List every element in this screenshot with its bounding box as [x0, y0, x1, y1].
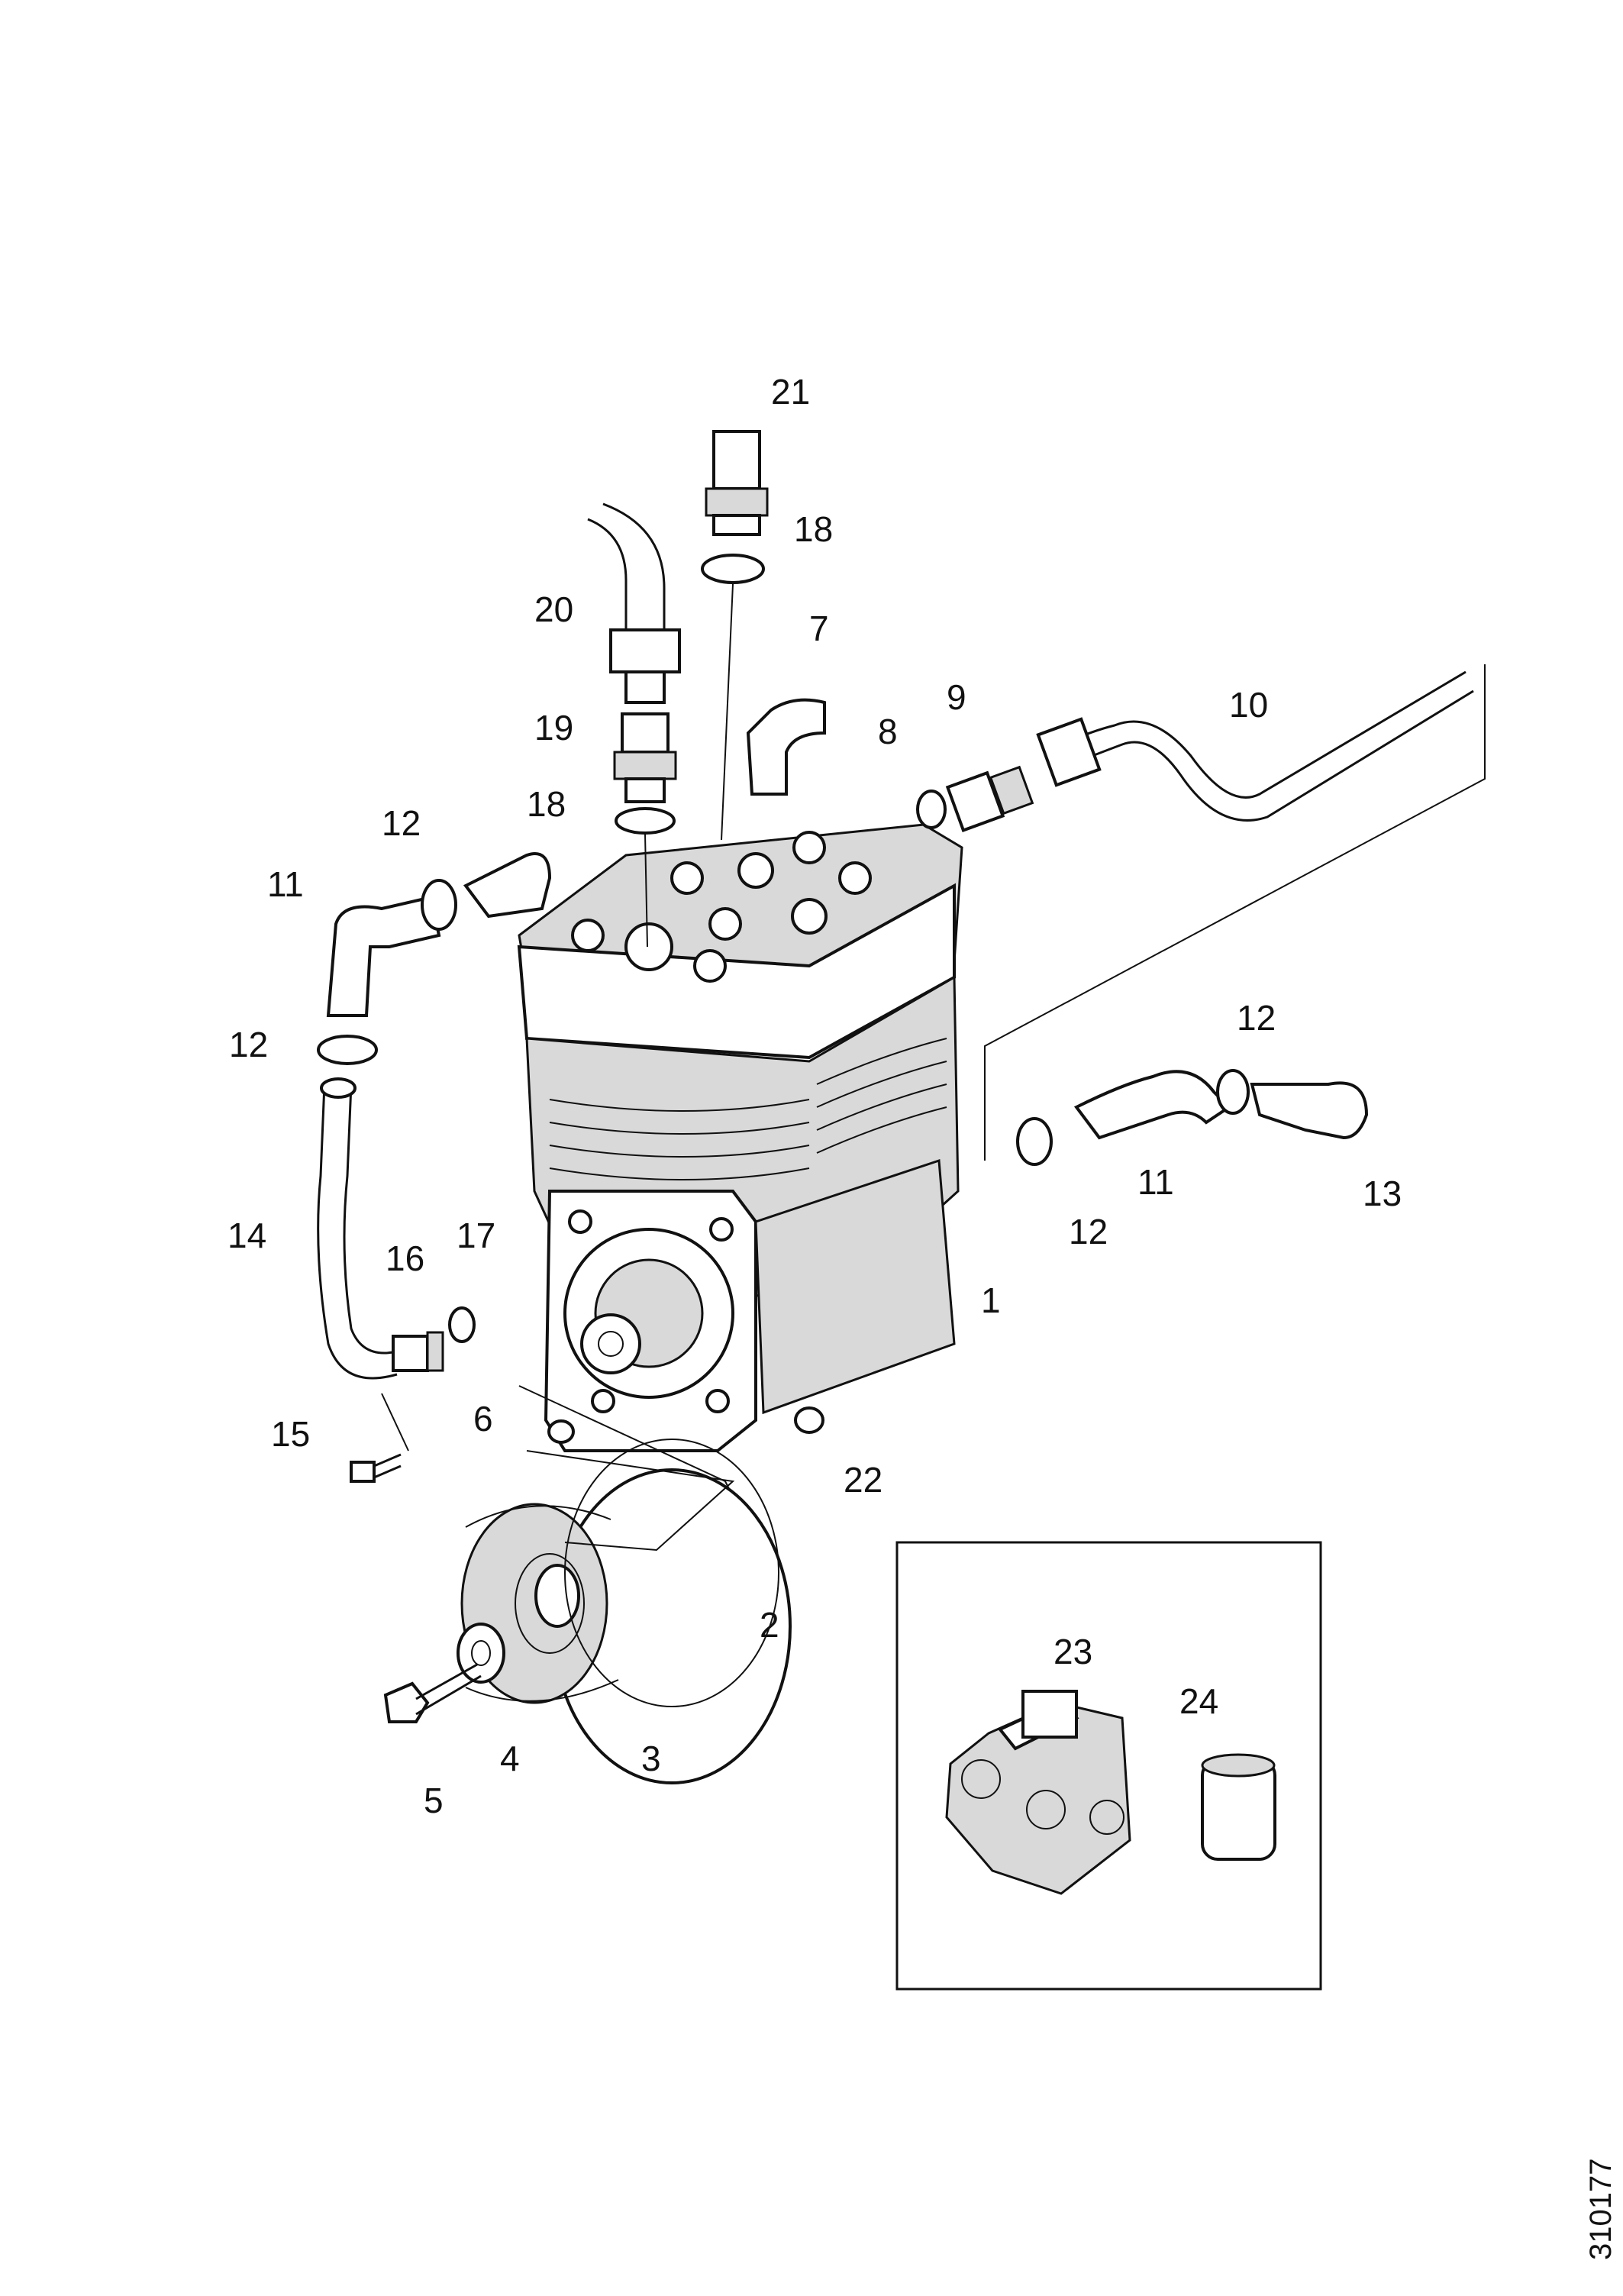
callout-14: 14: [227, 1216, 267, 1255]
hose-clamp-12-lower: [317, 1035, 378, 1065]
callout-15: 15: [271, 1414, 311, 1454]
hose-clamp-12-upper: [421, 879, 457, 931]
callout-2: 2: [760, 1605, 779, 1645]
valve-21: [705, 430, 769, 536]
inset-frame: [895, 1541, 1322, 1991]
callout-23: 23: [1053, 1632, 1093, 1671]
hose-clamp-12-right-upper: [1216, 1069, 1250, 1115]
assembly-line-21: [721, 583, 734, 841]
callout-1: 1: [981, 1280, 1001, 1320]
gear-washer: [457, 1623, 505, 1684]
gear-bolt: [383, 1663, 482, 1723]
filter-cartridge-24: [1201, 1753, 1276, 1861]
callout-5: 5: [424, 1781, 444, 1820]
union-16: [392, 1331, 444, 1372]
callout-4: 4: [500, 1739, 520, 1778]
callout-17: 17: [457, 1216, 496, 1255]
assembly-line-15: [381, 1393, 409, 1452]
callout-12-right-lower: 12: [1069, 1212, 1108, 1251]
pipe-14: [317, 1077, 398, 1380]
drive-gear: [460, 1468, 792, 1784]
elbow-upper-left: [463, 852, 552, 919]
assembly-frame-right: [984, 664, 1486, 1161]
callout-6: 6: [473, 1399, 493, 1439]
governor-valve-23: [945, 1690, 1131, 1895]
assembly-line-19: [644, 833, 648, 948]
pipe-20: [587, 502, 681, 704]
elbow-13: [1250, 1081, 1369, 1140]
callout-22: 22: [844, 1460, 883, 1500]
figure-reference-number: 310177: [1584, 2158, 1618, 2260]
pipe-10: [1036, 670, 1474, 822]
callout-7: 7: [809, 609, 829, 648]
callout-13: 13: [1363, 1174, 1402, 1213]
callout-12-upper: 12: [382, 803, 421, 843]
hose-11-right: [1073, 1070, 1232, 1140]
callout-19: 19: [534, 708, 574, 748]
callout-8: 8: [878, 712, 898, 751]
adapter-9: [945, 765, 1034, 832]
callout-12-lower: 12: [229, 1025, 269, 1064]
callout-18-lower: 18: [527, 784, 566, 824]
callout-11-right: 11: [1137, 1162, 1174, 1202]
sealing-washer-18-lower: [615, 807, 676, 835]
callout-12-right-upper: 12: [1237, 998, 1276, 1038]
hose-11-left: [326, 895, 441, 1017]
callout-11-left: 11: [267, 864, 304, 904]
seal-6: [547, 1419, 575, 1444]
sealing-washer-18-upper: [701, 554, 765, 584]
compressor-body: [517, 823, 963, 1452]
assembly-frame-gear: [526, 1450, 735, 1552]
washer-8: [916, 790, 947, 829]
bolt-15: [350, 1453, 402, 1483]
callout-3: 3: [641, 1739, 661, 1778]
hose-clamp-12-right-lower: [1016, 1117, 1053, 1166]
plug-22: [794, 1406, 824, 1434]
callout-21: 21: [771, 372, 811, 412]
gear-o-ring: [564, 1439, 779, 1707]
union-19: [613, 712, 677, 803]
callout-16: 16: [386, 1238, 425, 1278]
callout-24: 24: [1179, 1681, 1219, 1721]
callout-18-upper: 18: [794, 509, 834, 549]
callout-9: 9: [947, 677, 966, 717]
o-ring-17: [448, 1306, 476, 1343]
callout-20: 20: [534, 589, 574, 629]
elbow-7: [746, 698, 826, 796]
callout-10: 10: [1229, 685, 1269, 725]
